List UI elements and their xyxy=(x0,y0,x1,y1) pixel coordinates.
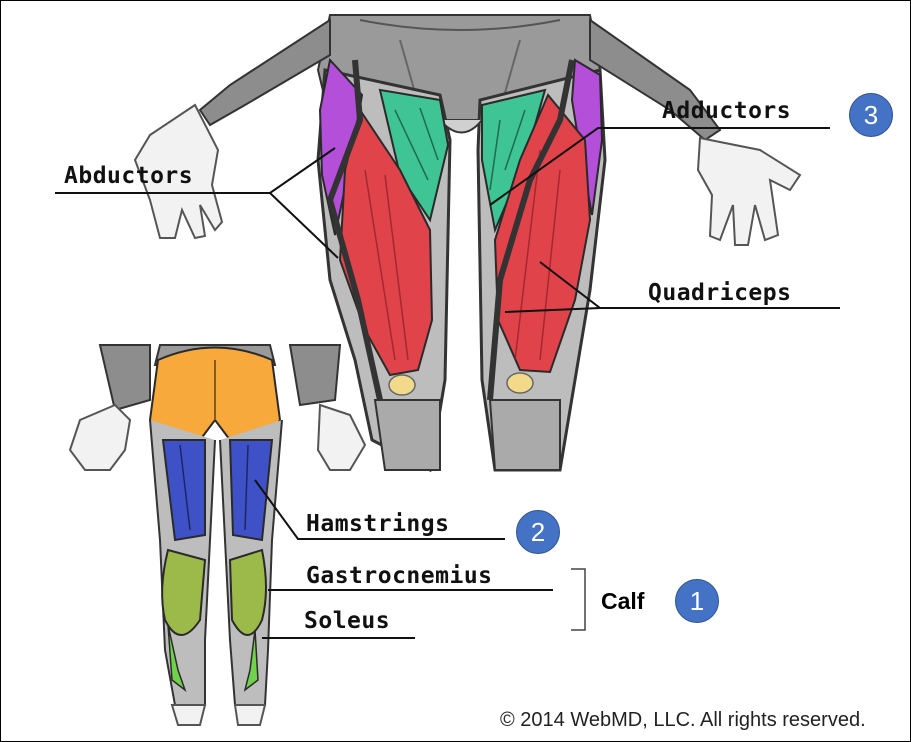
copyright-notice: © 2014 WebMD, LLC. All rights reserved. xyxy=(500,709,866,732)
quadriceps-label: Quadriceps xyxy=(648,280,791,306)
hamstrings-label: Hamstrings xyxy=(306,511,449,537)
calf-bracket xyxy=(571,569,585,630)
gastrocnemius-label: Gastrocnemius xyxy=(306,563,493,589)
badge-hamstrings: 2 xyxy=(516,510,560,554)
calf-label: Calf xyxy=(601,588,644,615)
adductors-label: Adductors xyxy=(662,98,791,124)
gastrocnemius-muscle xyxy=(162,550,205,635)
soleus-label: Soleus xyxy=(304,608,390,634)
badge-calf: 1 xyxy=(675,579,719,623)
badge-adductors: 3 xyxy=(849,93,893,137)
abductors-label: Abductors xyxy=(64,163,193,189)
